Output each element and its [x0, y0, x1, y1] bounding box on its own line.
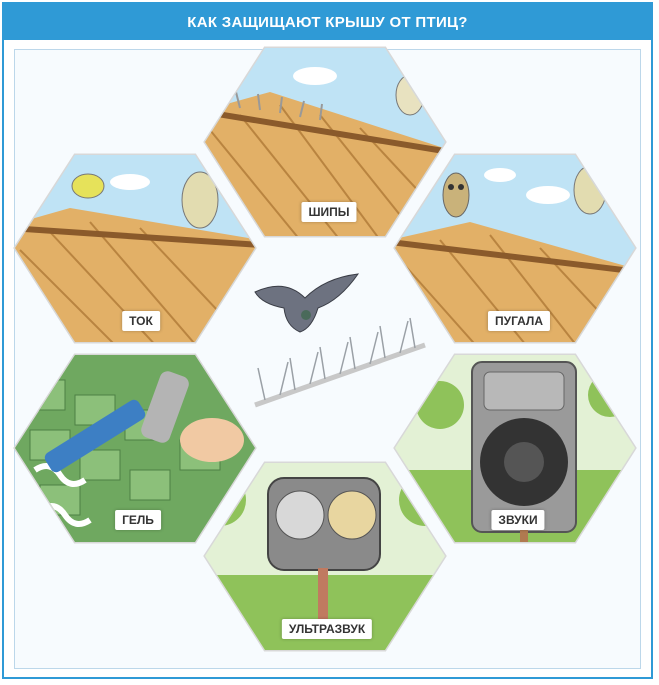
- hex-gel: [13, 353, 257, 544]
- hex-ultrasound: [203, 461, 447, 652]
- hex-scarecrow: [393, 153, 637, 344]
- spike-strip-icon: [254, 317, 426, 408]
- pigeon-icon: [254, 273, 360, 333]
- label-scarecrow: ПУГАЛА: [487, 311, 551, 331]
- label-gel: ГЕЛЬ: [115, 510, 161, 530]
- label-ultrasound: УЛЬТРАЗВУК: [281, 619, 373, 639]
- label-current: ТОК: [122, 311, 160, 331]
- hex-current: [13, 153, 257, 344]
- hex-spikes: [203, 46, 447, 238]
- label-sounds: ЗВУКИ: [491, 510, 545, 530]
- page-title: КАК ЗАЩИЩАЮТ КРЫШУ ОТ ПТИЦ?: [4, 4, 651, 40]
- label-spikes: ШИПЫ: [301, 202, 357, 222]
